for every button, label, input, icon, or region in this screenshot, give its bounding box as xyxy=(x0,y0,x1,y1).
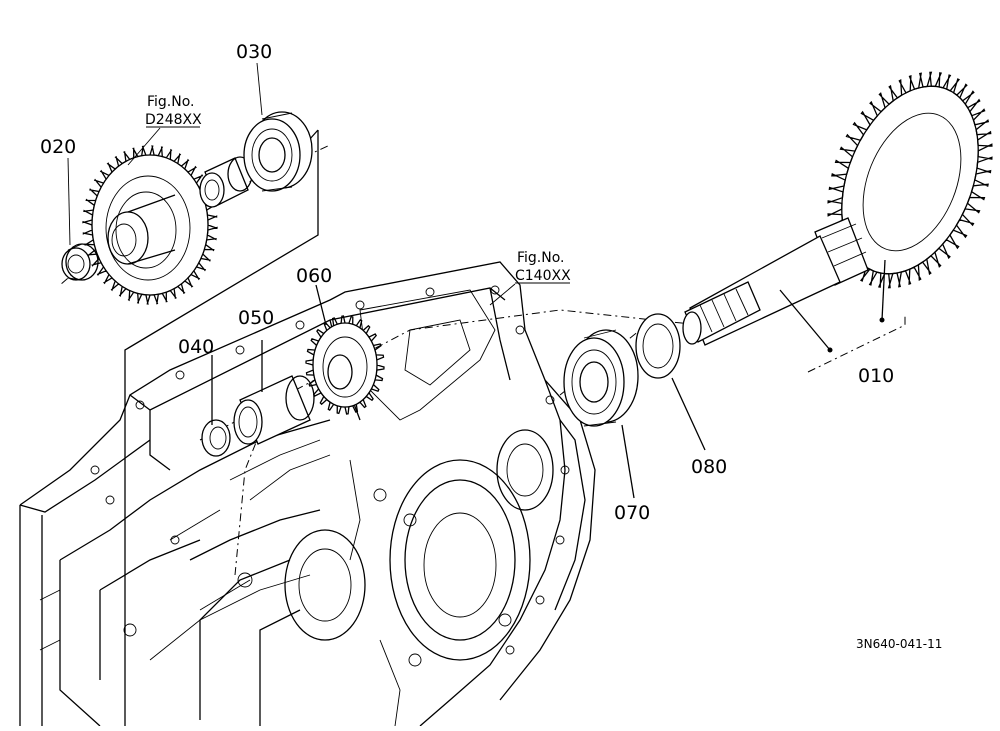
fig-ref-c140xx-code[interactable]: C140XX xyxy=(515,268,571,284)
label-050: 050 xyxy=(238,307,274,329)
part-020-bearing xyxy=(61,243,99,281)
housing-bolt-holes xyxy=(90,285,570,667)
drawing-code: 3N640-041-11 xyxy=(856,637,942,651)
gear-assembly-d248xx xyxy=(82,145,218,305)
part-030-bearing xyxy=(243,111,313,192)
transmission-housing xyxy=(19,261,596,727)
figure-ref-leaders xyxy=(67,62,570,306)
splined-sleeve xyxy=(199,156,253,208)
label-040: 040 xyxy=(178,336,214,358)
part-040-washer xyxy=(201,355,231,457)
fig-ref-d248xx-code[interactable]: D248XX xyxy=(145,112,202,128)
part-010-pinion-shaft-ring-gear xyxy=(682,71,993,373)
label-030: 030 xyxy=(236,41,272,63)
label-070: 070 xyxy=(614,502,650,524)
label-060: 060 xyxy=(296,265,332,287)
part-080-washer xyxy=(635,313,706,451)
part-number-labels: 010 020 030 040 050 060 070 080 xyxy=(40,41,894,524)
fig-ref-d248xx-prefix[interactable]: Fig.No. xyxy=(147,94,195,110)
fig-ref-c140xx-prefix[interactable]: Fig.No. xyxy=(517,250,565,266)
label-080: 080 xyxy=(691,456,727,478)
label-010: 010 xyxy=(858,365,894,387)
part-050-collar xyxy=(233,340,315,445)
label-020: 020 xyxy=(40,136,76,158)
part-070-bearing xyxy=(563,329,639,499)
figure-references: Fig.No. D248XX Fig.No. C140XX xyxy=(145,94,571,284)
part-060-gear xyxy=(305,284,385,415)
